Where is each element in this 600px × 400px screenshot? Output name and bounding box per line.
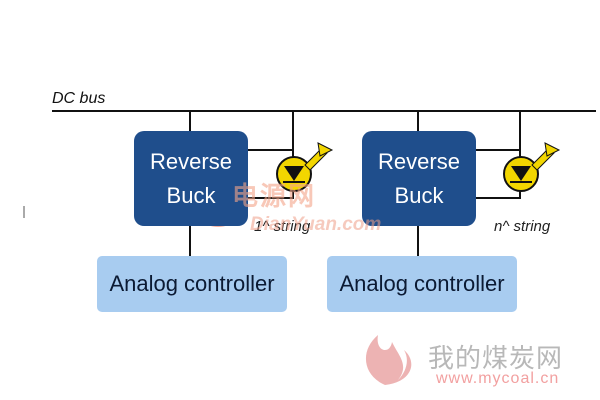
watermark-bottom-text: 我的煤炭网 xyxy=(428,343,564,373)
led-icon xyxy=(276,142,334,192)
reverse-buck-subtitle: Buck xyxy=(394,182,444,208)
string-label-1: 1^ string xyxy=(254,218,311,235)
reverse-buck-subtitle: Buck xyxy=(166,182,216,208)
reverse-buck-box-2: Reverse Buck xyxy=(362,131,476,226)
analog-controller-box-2: Analog controller xyxy=(327,256,517,312)
watermark-logo-text: 电源网 xyxy=(232,181,317,211)
string-label-n: n^ string xyxy=(494,218,551,235)
watermark-logo-url: DianYuan.com xyxy=(250,214,382,235)
reverse-buck-title: Reverse xyxy=(150,148,232,174)
reverse-buck-title: Reverse xyxy=(378,148,460,174)
dc-bus-label: DC bus xyxy=(52,90,106,107)
analog-controller-box-1: Analog controller xyxy=(97,256,287,312)
watermark-bottom-url: www.mycoal.cn xyxy=(436,370,560,387)
reverse-buck-box-1: Reverse Buck xyxy=(134,131,248,226)
flame-logo-icon xyxy=(365,335,412,385)
led-icon xyxy=(503,142,561,192)
